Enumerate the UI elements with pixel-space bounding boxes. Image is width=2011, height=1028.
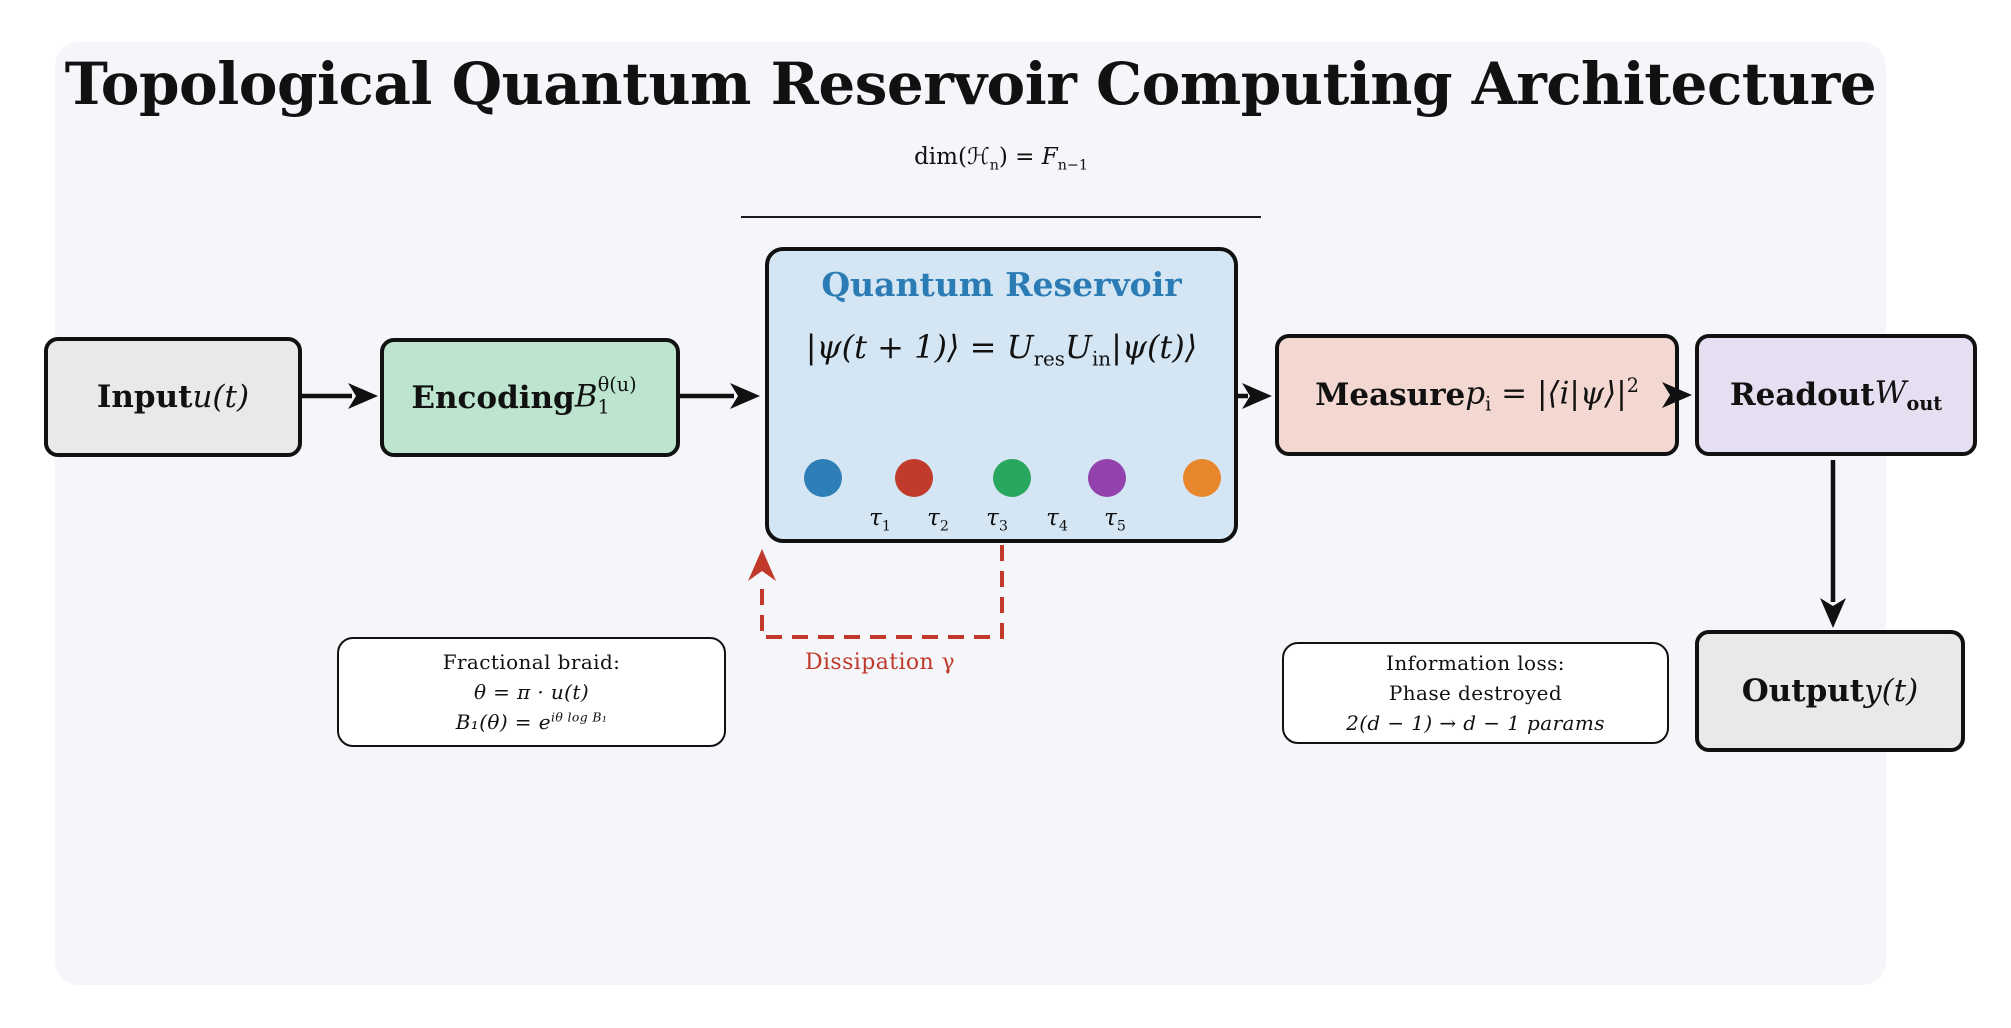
anyon-dot <box>895 459 933 497</box>
readout-label: Readout <box>1729 377 1875 413</box>
quantum-reservoir-node: Quantum Reservoir |ψ(t + 1)⟩ = UresUin|ψ… <box>765 247 1238 543</box>
loss-note-line2: Phase destroyed <box>1388 681 1563 705</box>
fractional-braid-note: Fractional braid: θ = π · u(t) B₁(θ) = e… <box>337 637 726 747</box>
measure-math: pi = |⟨i|ψ⟩|2 <box>1465 374 1639 416</box>
anyon-dot <box>1183 459 1221 497</box>
reservoir-evolution-formula: |ψ(t + 1)⟩ = UresUin|ψ(t)⟩ <box>805 328 1198 371</box>
loss-note-line1: Information loss: <box>1386 651 1565 675</box>
encoding-label: Encoding <box>411 379 575 416</box>
encoding-math: B1θ(u) <box>574 372 637 419</box>
tau-label: τ4 <box>1046 505 1068 535</box>
braid-note-line3: B₁(θ) = eiθ log B₁ <box>455 709 608 734</box>
output-label: Output <box>1741 673 1865 709</box>
braid-note-line1: Fractional braid: <box>442 650 621 674</box>
diagram-title: Topological Quantum Reservoir Computing … <box>64 50 1877 118</box>
input-math: u(t) <box>192 379 250 415</box>
anyon-dot <box>993 459 1031 497</box>
tau-label: τ5 <box>1104 505 1126 535</box>
script-h-symbol: ℋ <box>966 144 990 170</box>
tau-label: τ1 <box>869 505 891 535</box>
hilbert-dimension-annotation: dim(ℋn) = Fn−1 <box>914 144 1088 174</box>
output-math: y(t) <box>1864 673 1919 709</box>
tau-label: τ2 <box>927 505 949 535</box>
loss-note-line3: 2(d − 1) → d − 1 params <box>1346 711 1605 735</box>
braid-note-line2: θ = π · u(t) <box>473 680 590 704</box>
input-label: Input <box>96 379 193 415</box>
annotation-underline <box>741 216 1261 218</box>
anyon-dot <box>1088 459 1126 497</box>
tau-label: τ3 <box>986 505 1008 535</box>
reservoir-title: Quantum Reservoir <box>821 265 1182 304</box>
measure-label: Measure <box>1315 377 1466 413</box>
readout-math: Wout <box>1874 374 1943 416</box>
information-loss-note: Information loss: Phase destroyed 2(d − … <box>1282 642 1669 744</box>
dissipation-label: Dissipation γ <box>804 650 956 675</box>
anyon-dot <box>804 459 842 497</box>
